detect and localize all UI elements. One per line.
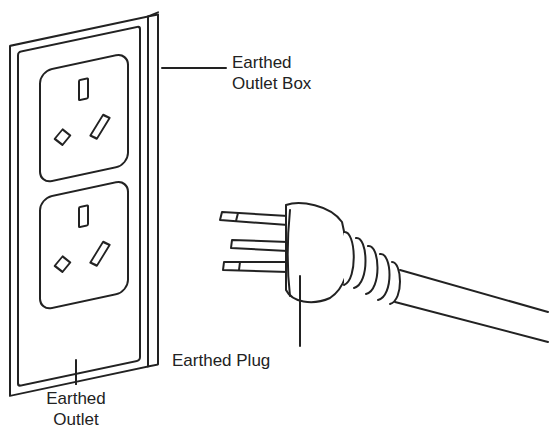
- earthed-plug: [220, 203, 548, 346]
- socket: [40, 180, 128, 311]
- leader-line: [162, 67, 226, 69]
- part-label: Earthed Outlet: [28, 388, 124, 431]
- socket: [40, 53, 128, 184]
- leader-line: [299, 276, 301, 346]
- part-label: Earthed Outlet Box: [232, 52, 332, 95]
- earthed-outlet-plate: [10, 12, 158, 395]
- leader-line: [75, 360, 77, 384]
- part-label: Earthed Plug: [172, 350, 270, 371]
